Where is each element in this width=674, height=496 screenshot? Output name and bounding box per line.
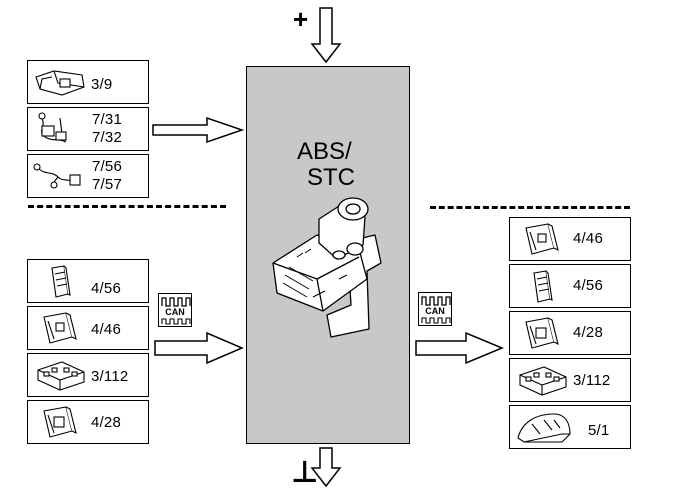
can-badge-label: CAN bbox=[165, 307, 185, 317]
control-module-icon bbox=[525, 223, 559, 255]
instrument-cluster-icon bbox=[517, 413, 571, 443]
ground-symbol: ⊥ bbox=[291, 456, 319, 489]
control-module-icon bbox=[533, 270, 553, 303]
ecu-title-line2: STC bbox=[307, 164, 355, 191]
abs-modulator-icon bbox=[272, 197, 382, 338]
control-module-icon bbox=[43, 406, 77, 438]
control-module-icon bbox=[43, 312, 77, 344]
can-output-arrow-icon bbox=[415, 331, 504, 365]
component-code: 4/28 bbox=[573, 324, 603, 341]
component-box-7-56-7-57: 7/56 7/57 bbox=[27, 154, 149, 198]
can-signal-icon bbox=[421, 317, 451, 324]
component-code: 4/56 bbox=[91, 280, 121, 297]
power-arrow-down-icon bbox=[310, 7, 342, 64]
component-box-4-56-left: 4/56 bbox=[27, 259, 149, 303]
left-separator-line bbox=[28, 205, 226, 208]
component-code: 4/46 bbox=[91, 321, 121, 338]
component-box-3-112-right: 3/112 bbox=[509, 358, 631, 402]
can-signal-icon bbox=[161, 297, 191, 307]
can-badge-label: CAN bbox=[425, 306, 445, 316]
switch-connector-icon bbox=[35, 70, 85, 96]
ecu-title-line1: ABS/ bbox=[297, 138, 352, 165]
right-separator-line bbox=[430, 206, 630, 209]
ground-arrow-down-icon bbox=[310, 447, 342, 488]
relay-fuse-box-icon bbox=[37, 361, 85, 391]
component-code: 4/28 bbox=[91, 414, 121, 431]
component-box-3-112-left: 3/112 bbox=[27, 353, 149, 397]
can-input-arrow-icon bbox=[154, 331, 244, 365]
component-code: 4/56 bbox=[573, 277, 603, 294]
component-code: 4/46 bbox=[573, 230, 603, 247]
component-code: 3/9 bbox=[91, 76, 113, 93]
component-box-4-46-left: 4/46 bbox=[27, 306, 149, 350]
component-box-4-46-right: 4/46 bbox=[509, 217, 631, 261]
component-box-5-1-right: 5/1 bbox=[509, 405, 631, 449]
component-code: 7/31 bbox=[92, 111, 122, 128]
can-signal-icon bbox=[421, 296, 451, 306]
wheel-sensor-cable-icon bbox=[38, 112, 67, 143]
component-code: 7/56 bbox=[92, 158, 122, 175]
sensor-input-arrow-icon bbox=[152, 116, 245, 144]
can-bus-badge-right: CAN bbox=[418, 292, 452, 326]
wheel-sensor-harness-icon bbox=[33, 163, 81, 189]
component-code: 7/32 bbox=[92, 129, 122, 146]
control-module-icon bbox=[525, 317, 559, 349]
can-bus-badge-left: CAN bbox=[158, 293, 192, 327]
component-code: 7/57 bbox=[92, 176, 122, 193]
component-code: 5/1 bbox=[588, 422, 610, 439]
component-box-4-28-right: 4/28 bbox=[509, 311, 631, 355]
component-box-3-9: 3/9 bbox=[27, 60, 149, 104]
component-code: 3/112 bbox=[91, 368, 129, 385]
abs-stc-control-unit: ABS/ STC bbox=[246, 66, 410, 444]
relay-fuse-box-icon bbox=[519, 366, 567, 396]
positive-supply-symbol: + bbox=[293, 4, 309, 34]
component-box-7-31-7-32: 7/31 7/32 bbox=[27, 107, 149, 151]
control-module-icon bbox=[51, 265, 71, 298]
can-signal-icon bbox=[161, 318, 191, 325]
component-code: 3/112 bbox=[573, 372, 611, 389]
component-box-4-56-right: 4/56 bbox=[509, 264, 631, 308]
component-box-4-28-left: 4/28 bbox=[27, 400, 149, 444]
